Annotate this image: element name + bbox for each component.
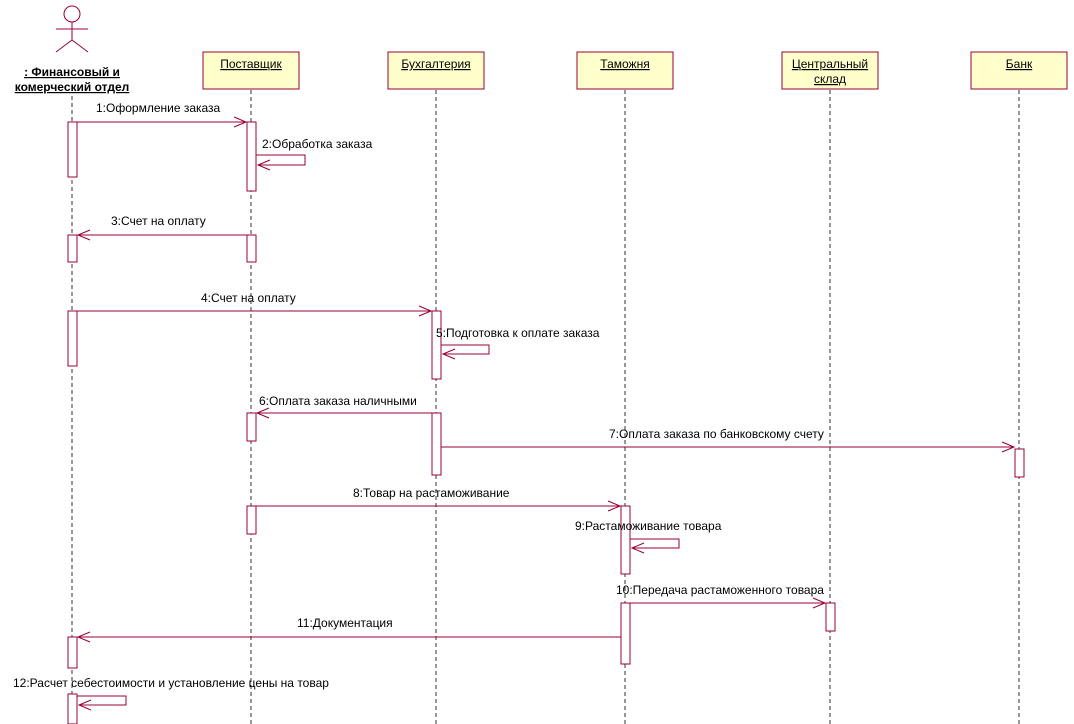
- activation-bank-1: [1014, 448, 1025, 478]
- message-10-label: 10:Передача растаможенного товара: [616, 583, 824, 597]
- actor-stick-figure-icon: [55, 5, 89, 53]
- message-11-label: 11:Документация: [297, 616, 393, 630]
- object-label-bank: Банк: [1006, 57, 1033, 71]
- actor-name-line2: комерческий отдел: [15, 80, 130, 94]
- messages: [76, 116, 1016, 711]
- message-5-arrow: [441, 344, 490, 360]
- object-label-supplier: Поставщик: [220, 57, 282, 71]
- object-box-customs: Таможня: [576, 51, 674, 90]
- message-5-label: 5:Подготовка к оплате заказа: [436, 326, 600, 340]
- activation-supplier-1: [246, 121, 257, 192]
- object-label-accounting: Бухгалтерия: [401, 57, 470, 71]
- message-10-arrow: [630, 597, 827, 609]
- activation-finance-1: [67, 121, 78, 178]
- message-7-arrow: [441, 441, 1016, 453]
- object-box-bank: Банк: [970, 51, 1068, 90]
- message-4-label: 4:Счет на оплату: [201, 291, 296, 305]
- message-2-arrow: [256, 154, 306, 171]
- activation-warehouse-1: [825, 602, 836, 632]
- lifelines: [71, 90, 1020, 724]
- activation-customs-1: [620, 505, 631, 575]
- object-box-warehouse: Центральный склад: [781, 51, 879, 90]
- object-label-warehouse-line2: склад: [814, 72, 846, 86]
- object-label-customs: Таможня: [600, 57, 649, 71]
- activation-supplier-4: [246, 505, 257, 535]
- message-9-label: 9:Растаможивание товара: [575, 519, 722, 533]
- message-labels: 1:Оформление заказа 2:Обработка заказа 3…: [13, 101, 824, 690]
- message-3-label: 3:Счет на оплату: [111, 214, 206, 228]
- activation-supplier-3: [246, 412, 257, 442]
- message-12-arrow: [77, 695, 127, 711]
- object-label-warehouse-line1: Центральный: [792, 57, 868, 71]
- message-7-label: 7:Оплата заказа по банковскому счету: [609, 427, 824, 441]
- message-12-label: 12:Расчет себестоимости и установление ц…: [13, 676, 329, 690]
- message-11-arrow: [76, 631, 621, 643]
- activation-finance-4: [67, 636, 78, 669]
- activation-finance-2: [67, 234, 78, 263]
- message-6-label: 6:Оплата заказа наличными: [259, 394, 417, 408]
- object-box-accounting: Бухгалтерия: [387, 51, 485, 90]
- message-3-arrow: [76, 229, 247, 241]
- activation-customs-2: [620, 602, 631, 665]
- activation-accounting-2: [431, 412, 442, 476]
- message-2-label: 2:Обработка заказа: [262, 137, 373, 151]
- message-6-arrow: [255, 407, 432, 419]
- message-9-arrow: [630, 538, 680, 554]
- message-4-arrow: [77, 305, 433, 317]
- message-1-arrow: [77, 116, 248, 128]
- object-box-supplier: Поставщик: [202, 51, 300, 90]
- activation-finance-5: [67, 693, 78, 724]
- activation-supplier-2: [246, 234, 257, 263]
- message-1-label: 1:Оформление заказа: [96, 101, 221, 115]
- activation-accounting-1: [431, 310, 442, 380]
- message-8-label: 8:Товар на растаможивание: [353, 486, 510, 500]
- activation-finance-3: [67, 310, 78, 367]
- actor-name-line1: : Финансовый и: [24, 65, 120, 79]
- activation-bars: [67, 121, 1025, 724]
- message-8-arrow: [256, 500, 622, 512]
